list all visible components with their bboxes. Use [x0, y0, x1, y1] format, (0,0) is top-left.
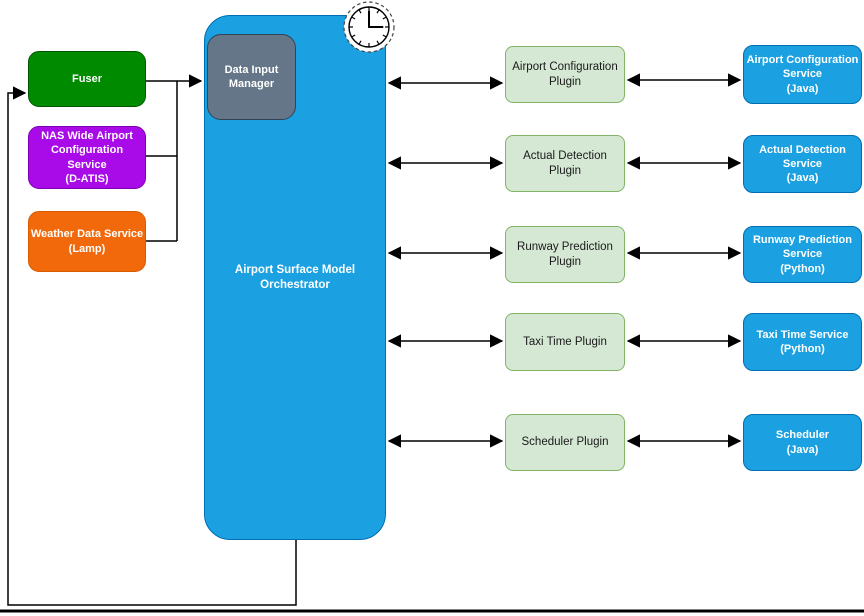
node-label: NAS Wide Airport Configuration Service (…: [41, 129, 133, 185]
node-label: Taxi Time Service (Python): [756, 328, 849, 355]
node-nas-wide-airport-configuration-service[interactable]: NAS Wide Airport Configuration Service (…: [28, 126, 146, 189]
node-actual-detection-plugin[interactable]: Actual Detection Plugin: [505, 135, 625, 192]
node-label: Airport Configuration Plugin: [512, 60, 618, 88]
node-runway-prediction-plugin[interactable]: Runway Prediction Plugin: [505, 226, 625, 283]
node-data-input-manager[interactable]: Data Input Manager: [207, 34, 296, 120]
node-label: Runway Prediction Service (Python): [752, 234, 853, 275]
node-label: Actual Detection Plugin: [523, 149, 607, 177]
node-actual-detection-service[interactable]: Actual Detection Service (Java): [743, 135, 862, 193]
node-airport-configuration-plugin[interactable]: Airport Configuration Plugin: [505, 46, 625, 103]
node-taxi-time-plugin[interactable]: Taxi Time Plugin: [505, 313, 625, 371]
node-scheduler-plugin[interactable]: Scheduler Plugin: [505, 414, 625, 471]
node-label: Airport Configuration Service (Java): [746, 54, 859, 95]
clock-icon: [343, 1, 395, 53]
node-label: Actual Detection Service (Java): [759, 143, 846, 185]
node-label: Taxi Time Plugin: [523, 335, 607, 348]
node-fuser[interactable]: Fuser: [28, 51, 146, 107]
node-label: Airport Surface Model Orchestrator: [234, 263, 356, 291]
node-label: Fuser: [72, 72, 102, 85]
node-airport-configuration-service[interactable]: Airport Configuration Service (Java): [743, 45, 862, 104]
node-scheduler-service[interactable]: Scheduler (Java): [743, 414, 862, 471]
node-runway-prediction-service[interactable]: Runway Prediction Service (Python): [743, 226, 862, 283]
node-label: Weather Data Service (Lamp): [30, 228, 144, 255]
node-label: Scheduler Plugin: [521, 436, 609, 449]
node-taxi-time-service[interactable]: Taxi Time Service (Python): [743, 313, 862, 371]
node-label: Runway Prediction Plugin: [517, 240, 613, 268]
node-label: Data Input Manager: [224, 63, 279, 90]
node-weather-data-service[interactable]: Weather Data Service (Lamp): [28, 211, 146, 272]
node-label: Scheduler (Java): [775, 429, 830, 456]
